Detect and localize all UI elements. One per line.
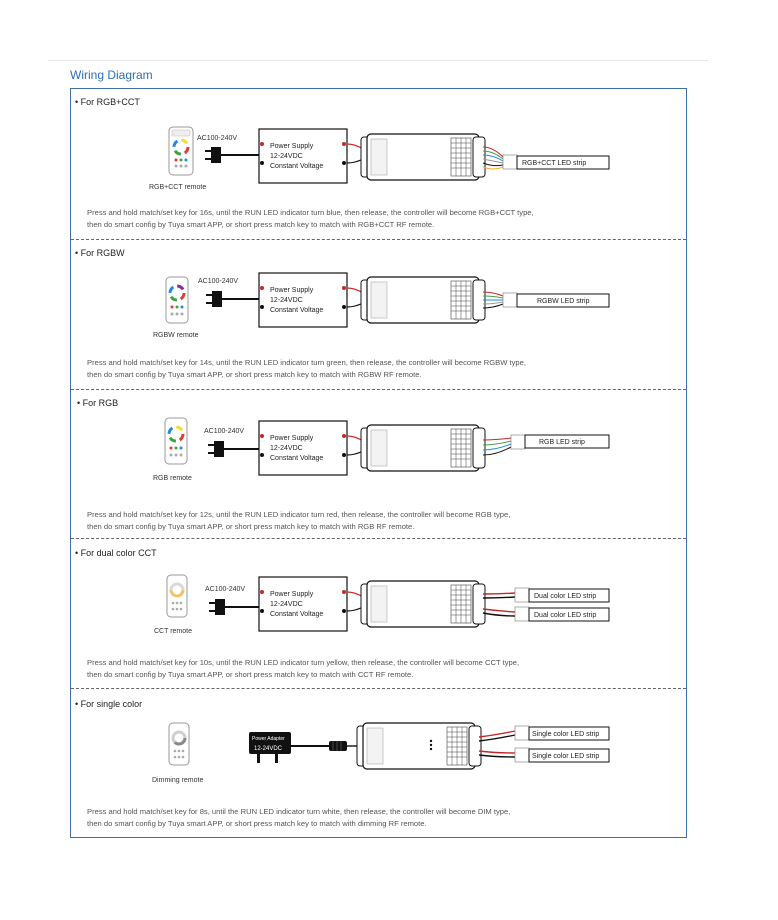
section-single-color: • For single color Dimming remote Power … [71,689,686,837]
ac-plug-icon [208,441,259,457]
psu-line-1: Power Supply [270,143,314,150]
ac-label: AC100-240V [205,586,245,593]
strip-label: Single color LED strip [532,753,599,760]
section-description: Press and hold match/set key for 10s, un… [87,657,677,681]
remote-label: Dimming remote [152,777,203,784]
desc-line: then do smart config by Tuya smart APP, … [87,670,414,679]
section-description: Press and hold match/set key for 12s, un… [87,509,677,533]
desc-line: Press and hold match/set key for 12s, un… [87,510,511,519]
strip-label: Single color LED strip [532,731,599,738]
section-heading: • For dual color CCT [75,548,157,558]
wiring-diagram: CCT remote AC100-240V Power Supply 12-24… [154,574,610,635]
wiring-diagram: RGB+CCT remote AC100-240V Power Supply 1… [149,126,610,191]
section-divider [71,239,686,240]
section-description: Press and hold match/set key for 16s, un… [87,207,677,231]
controller [360,580,486,628]
remote-rgbw [165,276,189,324]
psu-line-1: Power Supply [270,591,314,598]
desc-line: then do smart config by Tuya smart APP, … [87,522,415,531]
adapter-line-2: 12-24VDC [254,746,283,752]
psu-line-1: Power Supply [270,435,314,442]
wiring-diagram: RGB remote AC100-240V Power Supply 12-24… [153,417,610,482]
section-divider [71,688,686,689]
psu-line-1: Power Supply [270,287,314,294]
psu-line-3: Constant Voltage [270,455,323,462]
section-rgb: • For RGB RGB remote AC100-240V [71,390,686,538]
desc-line: then do smart config by Tuya smart APP, … [87,220,435,229]
controller [360,276,486,324]
controller [360,424,486,472]
desc-line: Press and hold match/set key for 16s, un… [87,208,534,217]
output-wires [482,146,504,170]
remote-label: RGB+CCT remote [149,184,206,191]
remote-rgbcct [168,126,194,176]
section-heading: • For single color [75,699,143,709]
ac-label: AC100-240V [198,278,238,285]
wiring-diagram: Dimming remote Power Adapter 12-24VDC [152,722,610,784]
section-description: Press and hold match/set key for 14s, un… [87,357,677,381]
section-rgbcct: • For RGB+CCT RGB+CCT remote AC100-240V [71,89,686,239]
power-supply: Power Supply 12-24VDC Constant Voltage [258,272,348,328]
page-title: Wiring Diagram [70,68,153,82]
output-wires [482,437,512,456]
remote-label: CCT remote [154,628,192,635]
ac-label: AC100-240V [197,135,237,142]
controller [360,133,486,181]
desc-line: then do smart config by Tuya smart APP, … [87,370,422,379]
remote-label: RGB remote [153,475,192,482]
led-strip: Single color LED strip [514,725,610,741]
strip-label: Dual color LED strip [534,612,596,619]
led-strip: Dual color LED strip [514,606,610,622]
remote-dimming [168,722,190,766]
power-adapter: Power Adapter 12-24VDC [249,732,347,763]
ac-plug-icon [205,147,259,163]
output-wires [482,592,516,617]
remote-rgb [164,417,188,465]
top-rule [48,60,708,61]
psu-line-3: Constant Voltage [270,307,323,314]
led-strip: Single color LED strip [514,747,610,763]
diagram-frame: • For RGB+CCT RGB+CCT remote AC100-240V [70,88,687,838]
led-strip: RGBW LED strip [502,292,610,308]
adapter-line-1: Power Adapter [252,736,285,742]
led-strip: RGB+CCT LED strip [502,154,610,170]
led-strip: Dual color LED strip [514,587,610,603]
psu-line-2: 12-24VDC [270,153,303,160]
remote-cct [166,574,188,618]
section-dual-cct: • For dual color CCT CCT remote AC100-24… [71,539,686,688]
strip-label: RGBW LED strip [537,298,590,305]
strip-label: RGB LED strip [539,439,585,446]
section-heading: • For RGBW [75,248,125,258]
psu-line-3: Constant Voltage [270,611,323,618]
section-rgbw: • For RGBW RGBW remote AC100-240V [71,240,686,389]
section-heading: • For RGB [77,398,119,408]
output-wires [482,291,504,309]
strip-label: Dual color LED strip [534,593,596,600]
strip-label: RGB+CCT LED strip [522,160,586,167]
power-supply: Power Supply 12-24VDC Constant Voltage [258,420,348,476]
section-divider [71,538,686,539]
psu-line-3: Constant Voltage [270,163,323,170]
ac-label: AC100-240V [204,428,244,435]
desc-line: Press and hold match/set key for 10s, un… [87,658,520,667]
ac-plug-icon [209,599,259,615]
power-supply: Power Supply 12-24VDC Constant Voltage [258,128,348,184]
psu-line-2: 12-24VDC [270,601,303,608]
section-divider [71,389,686,390]
desc-line: Press and hold match/set key for 8s, unt… [87,807,511,816]
section-heading: • For RGB+CCT [75,97,140,107]
desc-line: then do smart config by Tuya smart APP, … [87,819,427,828]
wiring-diagram: RGBW remote AC100-240V Power Supply 12-2… [153,272,610,339]
psu-line-2: 12-24VDC [270,297,303,304]
section-description: Press and hold match/set key for 8s, unt… [87,806,677,830]
controller [356,722,482,770]
psu-line-2: 12-24VDC [270,445,303,452]
power-supply: Power Supply 12-24VDC Constant Voltage [258,576,348,632]
remote-label: RGBW remote [153,332,199,339]
ac-plug-icon [206,291,259,307]
led-strip: RGB LED strip [510,434,610,450]
output-wires [478,730,516,758]
desc-line: Press and hold match/set key for 14s, un… [87,358,526,367]
